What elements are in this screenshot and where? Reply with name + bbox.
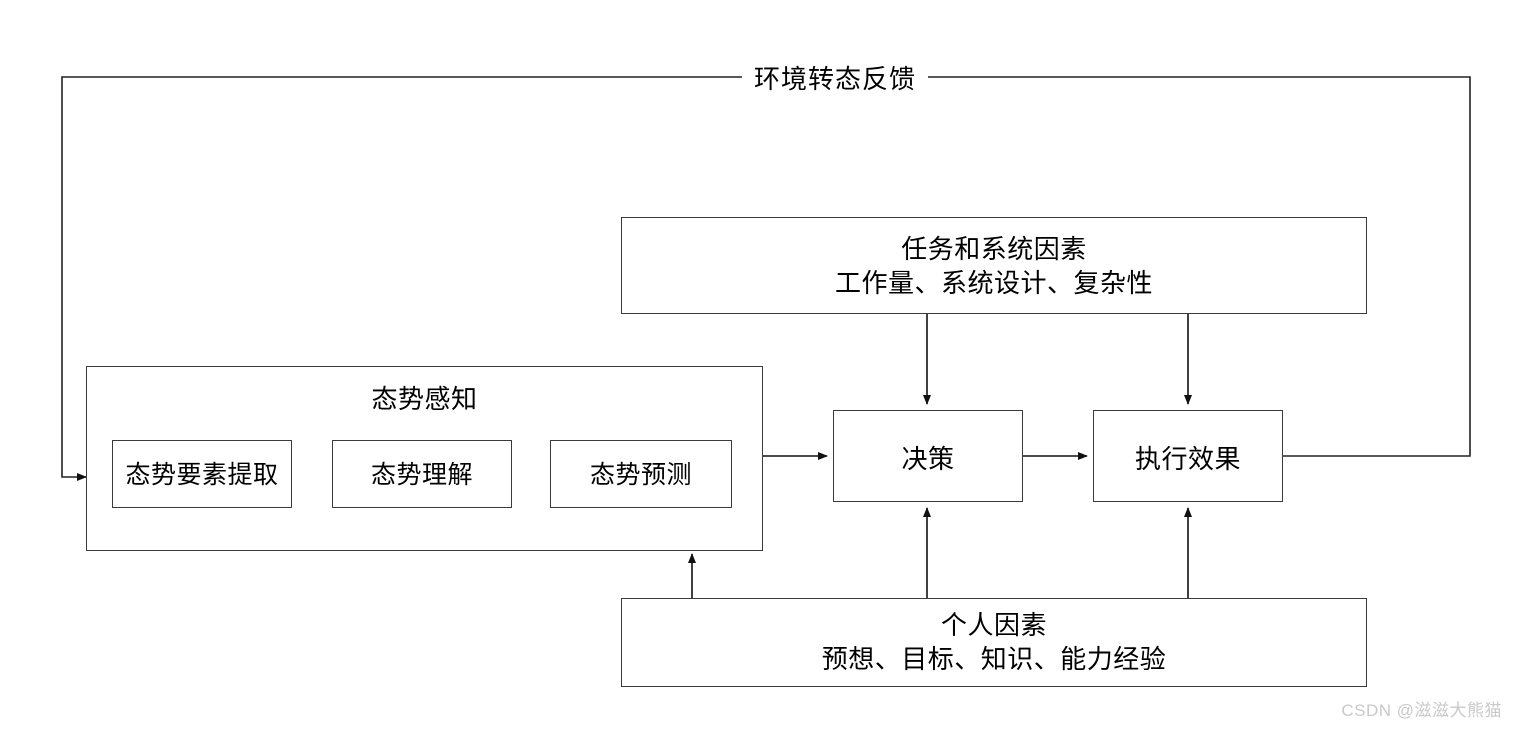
feedback-loop-label: 环境转态反馈 xyxy=(742,59,929,96)
personal-factors-box[interactable] xyxy=(621,598,1367,687)
task-system-factors-line2: 工作量、系统设计、复杂性 xyxy=(834,269,1153,298)
sa-child-comprehension-box[interactable] xyxy=(332,440,512,508)
sa-child-projection-label: 态势预测 xyxy=(589,462,692,489)
decision-box[interactable] xyxy=(833,410,1023,502)
sa-child-element-extraction-box[interactable] xyxy=(112,440,292,508)
execution-effect-label: 执行效果 xyxy=(1134,445,1241,474)
personal-factors-line1: 个人因素 xyxy=(940,611,1047,640)
situation-awareness-title: 态势感知 xyxy=(371,385,478,414)
task-system-factors-line1: 任务和系统因素 xyxy=(901,235,1087,264)
sa-child-projection-box[interactable] xyxy=(550,440,732,508)
task-system-factors-box[interactable] xyxy=(621,217,1367,314)
csdn-watermark: CSDN @滋滋大熊猫 xyxy=(1341,701,1502,720)
execution-effect-box[interactable] xyxy=(1093,410,1283,502)
sa-child-comprehension-label: 态势理解 xyxy=(370,462,473,489)
situation-awareness-box[interactable] xyxy=(86,366,763,551)
personal-factors-line2: 预想、目标、知识、能力经验 xyxy=(821,645,1167,674)
sa-child-element-extraction-label: 态势要素提取 xyxy=(125,462,279,489)
decision-label: 决策 xyxy=(901,445,955,474)
